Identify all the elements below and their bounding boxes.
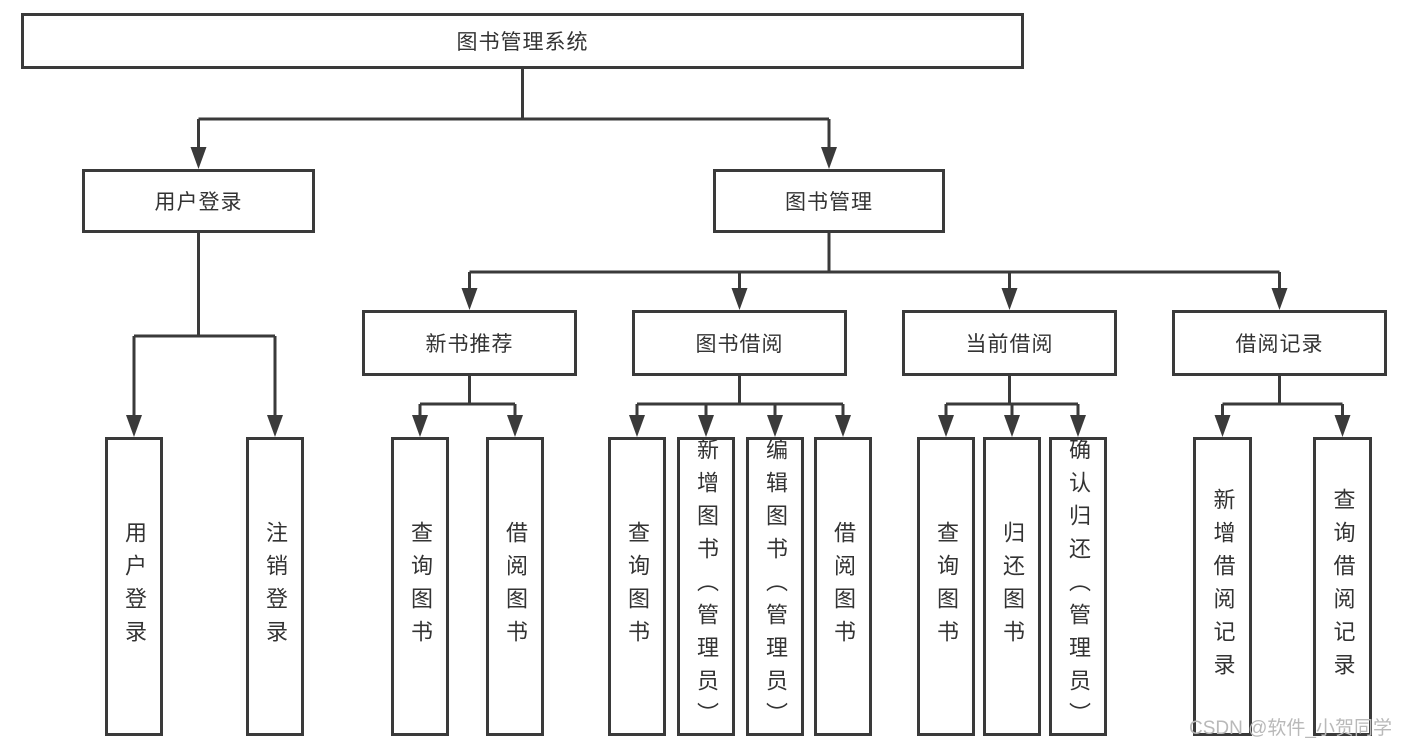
leaf-edit-book-admin: 编辑图书（管理员） — [746, 437, 804, 736]
node-borrow-records: 借阅记录 — [1172, 310, 1387, 376]
node-current-borrow-label: 当前借阅 — [965, 333, 1054, 356]
connector-borrow-records — [1214, 376, 1351, 437]
leaf-query-book-borrow: 查询图书 — [608, 437, 666, 736]
leaf-borrow-book-recommend: 借阅图书 — [486, 437, 544, 736]
leaf-add-book-admin-label: 新增图书（管理员） — [694, 438, 719, 735]
leaf-query-book-current-label: 查询图书 — [934, 520, 959, 653]
leaf-return-book-label: 归还图书 — [1000, 520, 1025, 653]
leaf-query-book-recommend-label: 查询图书 — [408, 520, 433, 653]
node-new-book-recommend-label: 新书推荐 — [425, 333, 514, 356]
leaf-confirm-return-admin-label: 确认归还（管理员） — [1066, 438, 1091, 735]
connector-root — [190, 67, 837, 169]
connector-user-login — [126, 233, 283, 437]
leaf-user-login: 用户登录 — [105, 437, 163, 736]
leaf-query-borrow-record: 查询借阅记录 — [1313, 437, 1372, 736]
connector-book-borrow — [629, 376, 851, 437]
leaf-borrow-book-label: 借阅图书 — [831, 520, 856, 653]
leaf-logout-label: 注销登录 — [263, 520, 288, 653]
leaf-borrow-book: 借阅图书 — [814, 437, 872, 736]
node-book-borrow-label: 图书借阅 — [695, 333, 784, 356]
node-borrow-records-label: 借阅记录 — [1235, 333, 1324, 356]
leaf-query-book-recommend: 查询图书 — [391, 437, 449, 736]
leaf-confirm-return-admin: 确认归还（管理员） — [1049, 437, 1107, 736]
node-new-book-recommend: 新书推荐 — [362, 310, 577, 376]
leaf-add-book-admin: 新增图书（管理员） — [677, 437, 735, 736]
csdn-watermark: CSDN @软件_小贺同学 — [1189, 718, 1392, 739]
leaf-user-login-label: 用户登录 — [122, 520, 147, 653]
connector-book-management — [461, 233, 1288, 310]
leaf-add-borrow-record-label: 新增借阅记录 — [1210, 487, 1236, 686]
leaf-query-borrow-record-label: 查询借阅记录 — [1330, 487, 1356, 686]
connector-new-book-recommend — [412, 376, 523, 437]
node-book-management-label: 图书管理 — [785, 191, 873, 214]
node-book-borrow: 图书借阅 — [632, 310, 847, 376]
node-user-login: 用户登录 — [82, 169, 315, 233]
node-user-login-label: 用户登录 — [154, 191, 243, 214]
node-book-management: 图书管理 — [713, 169, 945, 233]
leaf-borrow-book-recommend-label: 借阅图书 — [503, 520, 528, 653]
node-root-system: 图书管理系统 — [21, 13, 1024, 69]
leaf-return-book: 归还图书 — [983, 437, 1041, 736]
leaf-add-borrow-record: 新增借阅记录 — [1193, 437, 1252, 736]
leaf-query-book-current: 查询图书 — [917, 437, 975, 736]
node-current-borrow: 当前借阅 — [902, 310, 1117, 376]
leaf-query-book-borrow-label: 查询图书 — [625, 520, 650, 653]
leaf-logout: 注销登录 — [246, 437, 304, 736]
node-root-system-label: 图书管理系统 — [456, 31, 589, 54]
leaf-edit-book-admin-label: 编辑图书（管理员） — [763, 438, 788, 735]
connector-current-borrow — [938, 376, 1086, 437]
